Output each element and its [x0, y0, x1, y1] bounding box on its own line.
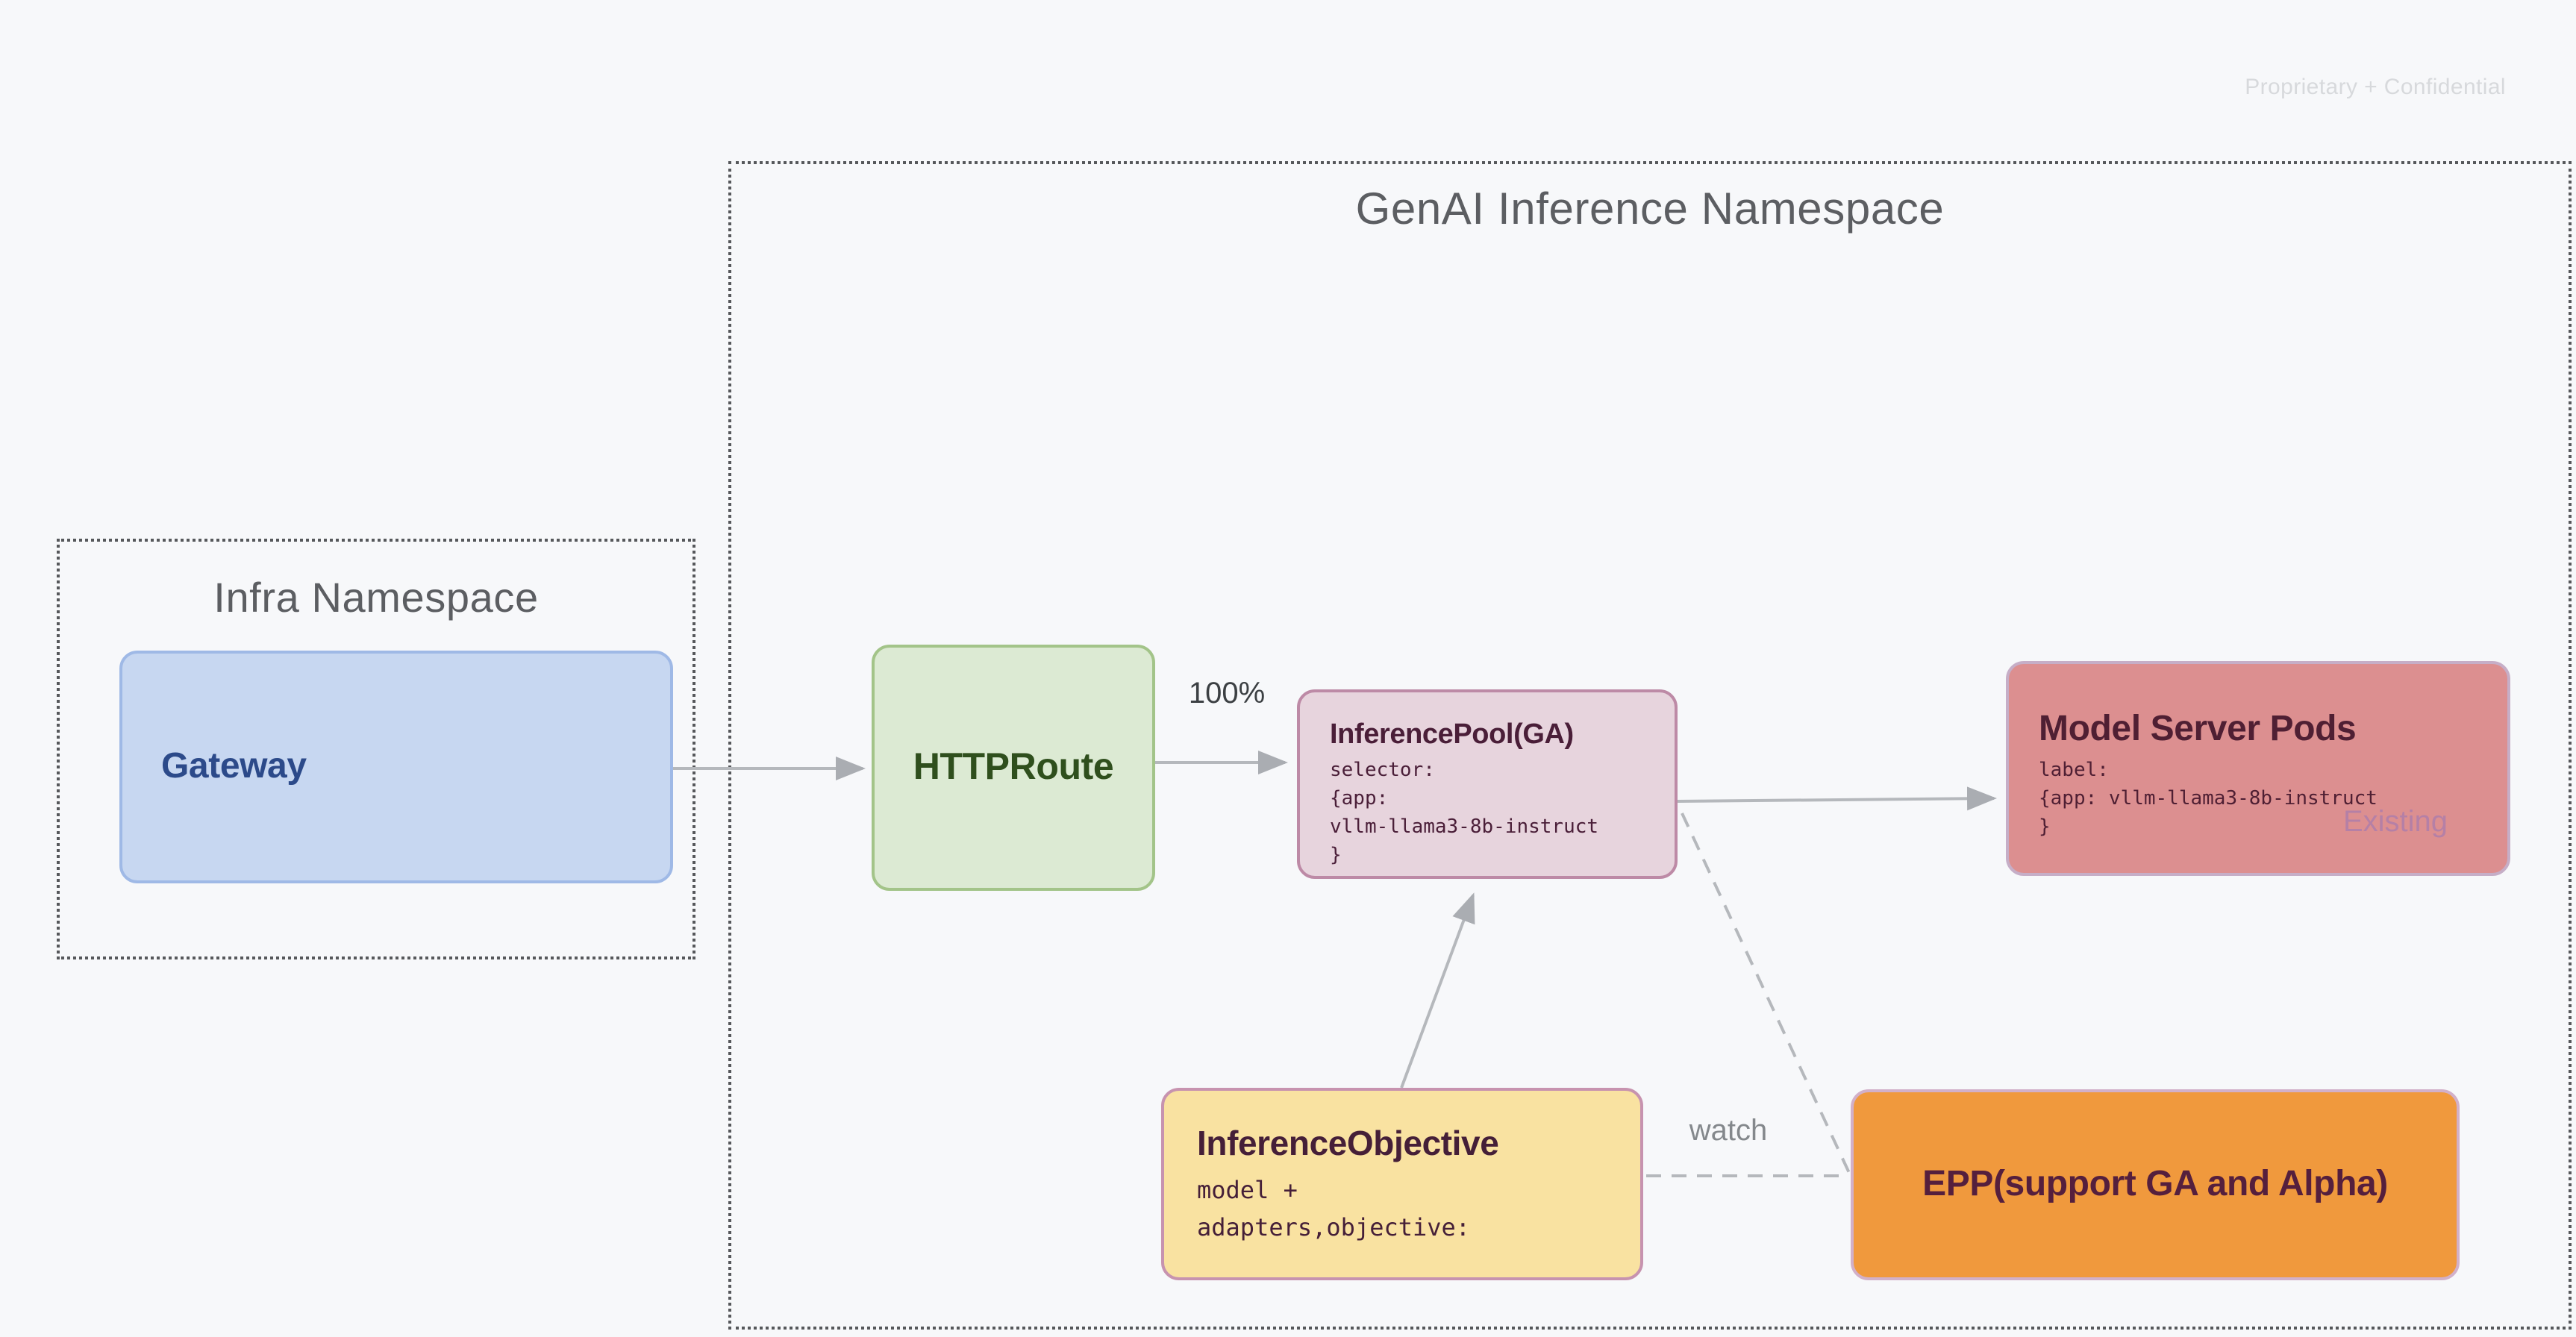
genai-namespace-title: GenAI Inference Namespace	[1355, 185, 1945, 234]
gateway-title: Gateway	[161, 746, 307, 786]
inference-pool-selector-code: selector: {app: vllm-llama3-8b-instruct …	[1330, 757, 1645, 870]
code-line: label:	[2039, 760, 2109, 782]
node-httproute: HTTPRoute	[872, 645, 1155, 891]
node-gateway: Gateway	[119, 651, 673, 883]
inference-objective-title: InferenceObjective	[1197, 1123, 1499, 1162]
confidentiality-watermark: Proprietary + Confidential	[2245, 75, 2506, 100]
code-line: }	[2039, 816, 2051, 839]
inference-objective-code: model + adapters,objective:	[1197, 1171, 1640, 1245]
code-line: adapters,objective:	[1197, 1212, 1471, 1241]
code-line: model +	[1197, 1175, 1298, 1203]
code-line: {app:	[1330, 788, 1389, 810]
httproute-title: HTTPRoute	[913, 746, 1114, 788]
epp-title: EPP(support GA and Alpha)	[1922, 1164, 2388, 1204]
code-line: }	[1330, 845, 1342, 867]
infra-namespace-box: Infra Namespace	[57, 539, 695, 959]
inference-pool-title: InferencePool(GA)	[1330, 719, 1574, 751]
model-server-pods-title: Model Server Pods	[2039, 709, 2357, 749]
genai-inference-namespace-box: GenAI Inference Namespace	[728, 161, 2572, 1330]
node-model-server-pods: Model Server Pods label: {app: vllm-llam…	[2006, 661, 2510, 876]
code-line: vllm-llama3-8b-instruct	[1330, 816, 1599, 839]
model-server-pods-label-code: label: {app: vllm-llama3-8b-instruct }	[2039, 757, 2477, 842]
code-line: selector:	[1330, 760, 1435, 782]
node-inference-pool: InferencePool(GA) selector: {app: vllm-l…	[1297, 689, 1678, 879]
watch-label: watch	[1689, 1115, 1768, 1147]
traffic-weight-label: 100%	[1188, 677, 1266, 710]
node-epp: EPP(support GA and Alpha)	[1851, 1089, 2460, 1280]
infra-namespace-title: Infra Namespace	[213, 574, 539, 621]
node-inference-objective: InferenceObjective model + adapters,obje…	[1161, 1088, 1643, 1280]
existing-tag: Existing	[2342, 806, 2448, 839]
code-line: {app: vllm-llama3-8b-instruct	[2039, 788, 2378, 810]
